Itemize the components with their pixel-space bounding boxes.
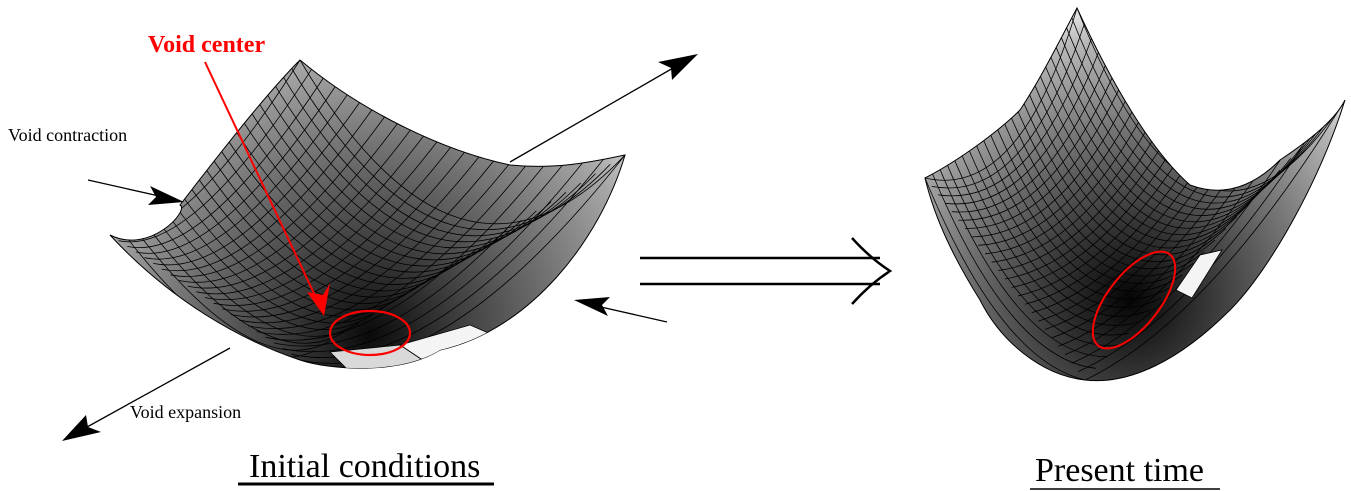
mesh-line (161, 187, 389, 324)
initial-conditions-caption: Initial conditions (249, 448, 480, 485)
mesh-line (937, 163, 1107, 358)
mesh-line (213, 139, 478, 285)
mesh-line (1013, 78, 1237, 256)
mesh-line (951, 23, 1123, 213)
mesh-line (938, 15, 1100, 197)
mesh-line (931, 11, 1089, 189)
void-center-label: Void center (148, 32, 265, 58)
mesh-line (925, 8, 1078, 181)
expansion-arrow-lower (62, 347, 231, 441)
mesh-line (1070, 14, 1335, 198)
mesh-line (179, 94, 419, 283)
mesh-line (274, 141, 582, 347)
mesh-line (239, 124, 522, 324)
mesh-line (1006, 85, 1227, 263)
mesh-line (291, 67, 611, 231)
mesh-line (127, 68, 330, 248)
mesh-line (282, 146, 596, 353)
mesh-line (196, 102, 449, 295)
mesh-line (144, 202, 360, 337)
mesh-line (230, 120, 508, 318)
mesh-line (187, 163, 434, 304)
mesh-line (981, 114, 1183, 292)
void-contraction-label: Void contraction (8, 125, 127, 145)
mesh-line (968, 128, 1161, 308)
mesh-line (962, 135, 1151, 317)
mesh-line (222, 115, 493, 312)
mesh-line (1084, 99, 1345, 381)
mesh-line (170, 179, 404, 317)
mesh-line (118, 64, 316, 243)
present-time-surface (924, 6, 1346, 382)
mesh-line (126, 218, 330, 351)
initial-conditions-surface (109, 59, 626, 369)
present-time-caption: Present time (1035, 452, 1204, 489)
transition-arrow (640, 237, 893, 305)
mesh-line (256, 133, 552, 335)
mesh-line (213, 111, 478, 306)
mesh-line (1025, 64, 1259, 242)
mesh-line (930, 170, 1096, 369)
mesh-line (987, 107, 1194, 284)
mesh-line (178, 171, 419, 311)
mesh-line (1032, 57, 1270, 235)
mesh-line (956, 142, 1140, 326)
initial-surface-mesh (110, 60, 625, 369)
mesh-line (187, 98, 434, 289)
mesh-line (943, 156, 1118, 346)
void-expansion-label: Void expansion (130, 402, 241, 422)
mesh-line (925, 177, 1086, 381)
mesh-line (299, 60, 625, 225)
mesh-line (1019, 71, 1248, 249)
mesh-line (1038, 50, 1281, 229)
void-center-outline (328, 309, 412, 357)
contraction-arrow-left (87, 179, 184, 205)
mesh-line (975, 121, 1172, 300)
mesh-line (282, 75, 596, 237)
mesh-line (161, 85, 389, 272)
mesh-line (204, 147, 463, 292)
expansion-arrow-upper (509, 54, 698, 163)
mesh-line (291, 150, 611, 358)
mesh-line (144, 77, 360, 260)
mesh-line (170, 89, 404, 277)
mesh-line (221, 131, 493, 279)
mesh-line (1000, 92, 1216, 270)
mesh-line (1051, 36, 1303, 216)
mesh-line (248, 128, 537, 329)
void-center-pointer (204, 61, 330, 316)
mesh-line (204, 107, 463, 301)
void-center-outline-present (1091, 250, 1177, 350)
mesh-line (265, 137, 567, 341)
contraction-arrow-right (574, 297, 668, 323)
mesh-line (299, 154, 625, 364)
